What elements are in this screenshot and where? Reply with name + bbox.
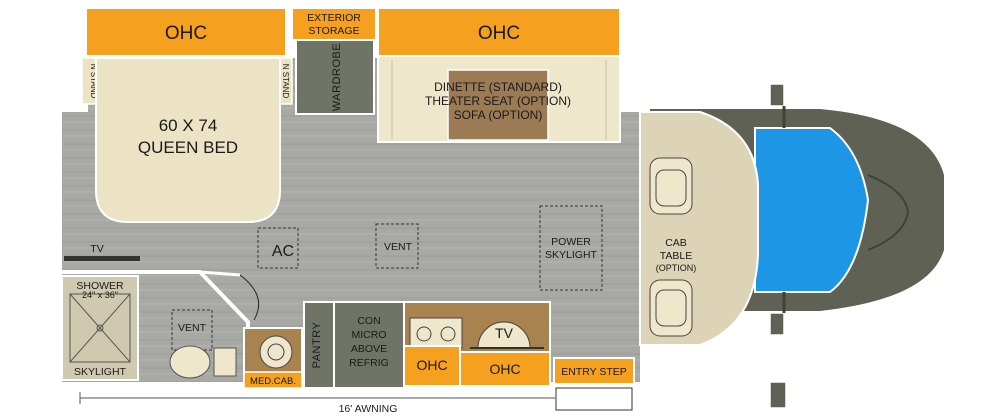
ohc-kitchen-2-label: OHC xyxy=(489,361,520,377)
power-skylight xyxy=(539,205,603,291)
skylight-label-1: POWER xyxy=(551,236,591,248)
kitchen-sink xyxy=(477,321,531,349)
dinette-table xyxy=(447,69,549,141)
vent-center-label: VENT xyxy=(384,241,413,253)
ohc-right xyxy=(377,7,621,57)
hood xyxy=(867,174,910,251)
wardrobe xyxy=(295,39,375,115)
ohc-left xyxy=(85,7,287,57)
tv-bedroom-label: TV xyxy=(90,243,103,255)
cab-table-label-2: TABLE xyxy=(660,250,692,262)
cab-table-label-1: CAB xyxy=(665,237,687,249)
ac-label: AC xyxy=(272,243,294,260)
ohc-kitchen-1-label: OHC xyxy=(416,357,447,373)
exterior-storage-label-2: STORAGE xyxy=(308,25,359,37)
micro-label-2: MICRO xyxy=(352,329,387,341)
shower-label-2: 24" x 36" xyxy=(82,290,118,300)
nightstand-right-label: N STAND xyxy=(281,64,290,99)
dinette-label-3: SOFA (OPTION) xyxy=(454,108,543,122)
shower-skylight-label: SKYLIGHT xyxy=(74,366,127,378)
entry-door xyxy=(555,387,633,411)
pantry-label: PANTRY xyxy=(311,322,323,369)
vent-bath-label: VENT xyxy=(178,322,207,334)
bath-door-swing xyxy=(239,274,260,321)
micro-label-3: ABOVE xyxy=(351,343,387,355)
wardrobe-label: WARDROBE xyxy=(331,43,343,111)
ohc-left-label: OHC xyxy=(165,23,207,44)
mirror-top xyxy=(769,83,785,107)
passenger-seat xyxy=(649,279,693,337)
microwave-refrigerator xyxy=(333,301,405,389)
wheel-mark-top xyxy=(769,381,787,409)
shower-label-1: SHOWER xyxy=(76,280,124,292)
bed-size-label: 60 X 74 xyxy=(159,116,218,135)
tv-kitchen-label: TV xyxy=(495,325,514,341)
nightstand-left-label: N STAND xyxy=(89,64,98,99)
ohc-kitchen-2 xyxy=(459,351,551,387)
entry-step xyxy=(553,357,635,385)
med-cab xyxy=(243,371,303,389)
pantry xyxy=(303,301,335,389)
queen-bed xyxy=(95,57,281,223)
micro-label-1: CON xyxy=(357,315,380,327)
exterior-storage-label-1: EXTERIOR xyxy=(307,12,361,24)
med-cab-label: MED.CAB. xyxy=(250,376,296,387)
bed-name-label: QUEEN BED xyxy=(138,138,238,157)
ac-unit xyxy=(257,227,299,269)
mirror-bottom xyxy=(769,312,785,336)
dinette-label-1: DINETTE (STANDARD) xyxy=(434,80,562,94)
ohc-right-label: OHC xyxy=(478,23,520,44)
entry-step-label: ENTRY STEP xyxy=(561,366,627,378)
dinette-label-2: THEATER SEAT (OPTION) xyxy=(425,94,571,108)
driver-seat xyxy=(649,157,693,215)
ohc-kitchen-1 xyxy=(403,345,461,387)
cooktop xyxy=(409,317,463,349)
skylight-label-2: SKYLIGHT xyxy=(545,249,598,261)
toilet-tank xyxy=(213,347,237,377)
tv-bedroom xyxy=(64,256,140,261)
awning-label: 16' AWNING xyxy=(339,403,398,415)
cab-table-label-3: (OPTION) xyxy=(656,263,697,273)
micro-label-4: REFRIG xyxy=(349,357,389,369)
sink-bowl xyxy=(259,335,293,369)
exterior-storage xyxy=(291,7,377,41)
shower-pan xyxy=(69,293,131,363)
toilet xyxy=(169,345,211,379)
vent-center xyxy=(375,223,419,269)
windshield xyxy=(754,127,870,293)
